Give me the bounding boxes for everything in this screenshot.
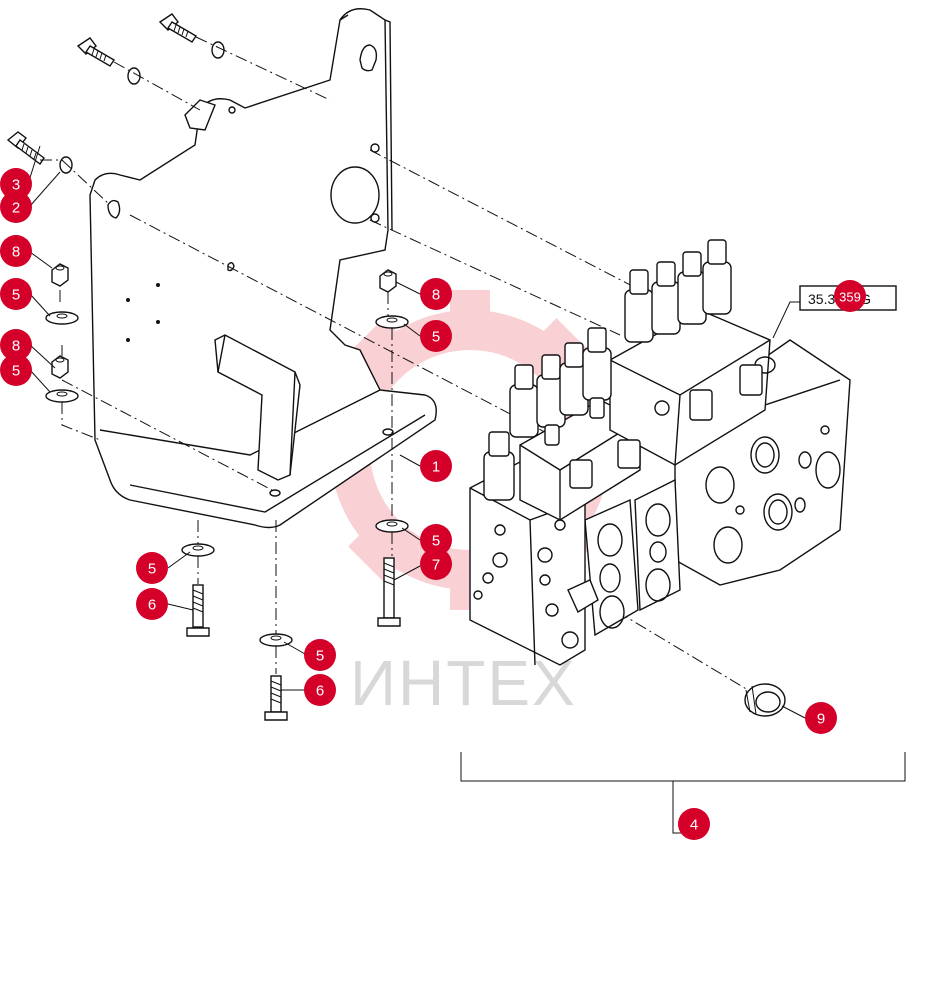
nut-right bbox=[379, 269, 397, 293]
washer-left-upper bbox=[45, 311, 79, 325]
callout-359[interactable]: 359 bbox=[834, 280, 866, 312]
callout-9-label: 9 bbox=[817, 711, 825, 728]
solenoid-row-rear bbox=[624, 239, 732, 343]
plug bbox=[744, 683, 786, 717]
washer-left-lower bbox=[45, 389, 79, 403]
callout-8-label: 8 bbox=[432, 287, 440, 304]
callout-8-left-lower[interactable]: 8 bbox=[0, 329, 32, 361]
callout-3-label: 3 bbox=[12, 177, 20, 194]
washer-right-upper bbox=[375, 315, 409, 329]
callout-9[interactable]: 9 bbox=[805, 702, 837, 734]
fittings bbox=[544, 364, 763, 489]
callout-7[interactable]: 7 bbox=[420, 548, 452, 580]
washer-top-1 bbox=[211, 41, 225, 59]
callout-2[interactable]: 2 bbox=[0, 191, 32, 223]
callout-8-label: 8 bbox=[12, 244, 20, 261]
callout-8-label: 8 bbox=[12, 338, 20, 355]
solenoid-row-middle bbox=[509, 327, 612, 438]
callout-7-label: 7 bbox=[432, 557, 440, 574]
callout-6-label: 6 bbox=[148, 597, 156, 614]
control-valve-assembly bbox=[469, 239, 851, 666]
callout-3[interactable]: 3 bbox=[0, 168, 32, 200]
bolt-bottom-left bbox=[186, 584, 210, 637]
bolt-left bbox=[6, 131, 45, 166]
callout-5-bottom-left[interactable]: 5 bbox=[136, 552, 168, 584]
callout-5-bottom-center[interactable]: 5 bbox=[304, 639, 336, 671]
washer-right-lower bbox=[375, 519, 409, 533]
callout-8-right[interactable]: 8 bbox=[420, 278, 452, 310]
callout-5-right-upper[interactable]: 5 bbox=[420, 320, 452, 352]
callout-359-label: 359 bbox=[839, 290, 861, 305]
callout-4-label: 4 bbox=[690, 817, 698, 834]
callout-1-label: 1 bbox=[432, 459, 440, 476]
callout-6-bottom-center[interactable]: 6 bbox=[304, 674, 336, 706]
callout-5-left-lower[interactable]: 5 bbox=[0, 354, 32, 386]
solenoid-front bbox=[483, 431, 515, 501]
callout-leaders bbox=[27, 145, 806, 719]
callout-5-label: 5 bbox=[432, 329, 440, 346]
bolt-top-2 bbox=[76, 37, 115, 67]
callout-4[interactable]: 4 bbox=[678, 808, 710, 840]
callout-5-left-upper[interactable]: 5 bbox=[0, 278, 32, 310]
callout-6-label: 6 bbox=[316, 683, 324, 700]
fasteners bbox=[6, 13, 786, 721]
callout-6-bottom-left[interactable]: 6 bbox=[136, 588, 168, 620]
mounting-bracket bbox=[89, 8, 437, 529]
bolt-top-1 bbox=[158, 13, 197, 43]
callout-1[interactable]: 1 bbox=[420, 450, 452, 482]
callout-2-label: 2 bbox=[12, 200, 20, 217]
nut-left-upper bbox=[51, 263, 69, 287]
bolt-right-long bbox=[377, 557, 401, 627]
callout-5-right-lower[interactable]: 5 bbox=[420, 524, 452, 556]
nut-left-lower bbox=[51, 355, 69, 379]
callout-5-label: 5 bbox=[12, 363, 20, 380]
washer-left bbox=[59, 156, 73, 174]
bolt-bottom-center bbox=[264, 675, 288, 721]
callout-8-left-upper[interactable]: 8 bbox=[0, 235, 32, 267]
callout-5-label: 5 bbox=[148, 561, 156, 578]
callout-5-label: 5 bbox=[12, 287, 20, 304]
watermark-text: ИНТЕХ bbox=[350, 647, 577, 719]
assembly-bracket bbox=[460, 752, 906, 834]
callout-5-label: 5 bbox=[316, 648, 324, 665]
callout-5-label: 5 bbox=[432, 533, 440, 550]
